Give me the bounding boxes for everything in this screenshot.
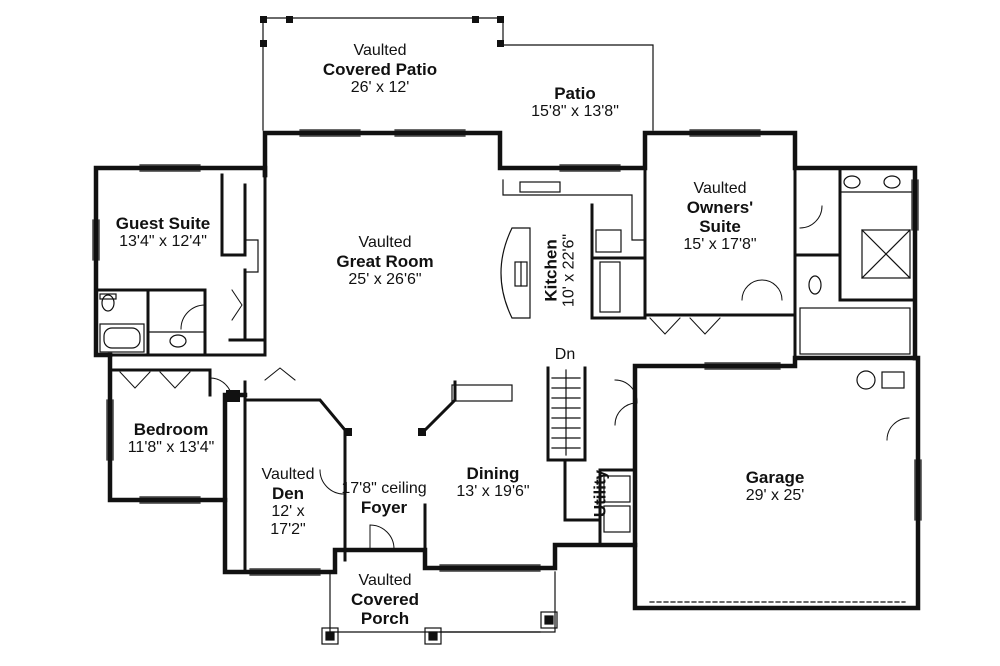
patio-size: 15'8" x 13'8" [531,103,619,121]
porch-posts [321,611,558,645]
garage-name: Garage [745,468,805,487]
porch-name-1: Covered [350,589,420,609]
den-size-2: 17'2" [270,520,306,538]
owners-suite-name-2: Suite [699,216,741,236]
kitchen-size: 10' x 22'6" [560,233,578,308]
foyer-ceiling: 17'8" ceiling [341,480,427,497]
interior-walls [94,166,917,574]
den-name: Den [271,483,305,503]
label-stairs-down: Dn [550,346,580,364]
label-garage: Garage 29' x 25' [720,468,830,505]
guest-suite-name: Guest Suite [115,214,211,233]
covered-patio-vaulted: Vaulted [353,42,407,59]
utility-name: Utility [590,469,610,518]
bedroom-name: Bedroom [133,420,209,439]
label-den: Vaulted Den 12' x 17'2" [248,466,328,539]
label-patio: Patio 15'8" x 13'8" [515,84,635,121]
label-utility: Utility [590,464,609,524]
covered-patio-name: Covered Patio [322,59,438,79]
porch-vaulted: Vaulted [358,572,412,589]
label-great-room: Vaulted Great Room 25' x 26'6" [320,234,450,289]
bedroom-size: 11'8" x 13'4" [127,439,215,457]
stairs-dn: Dn [554,346,576,363]
patio-posts [260,16,504,47]
great-room-name: Great Room [336,251,434,271]
windows [92,129,922,576]
label-bedroom: Bedroom 11'8" x 13'4" [115,420,227,457]
kitchen-name: Kitchen [541,239,561,302]
garage-size: 29' x 25' [745,487,805,505]
label-foyer: 17'8" ceiling Foyer [330,480,438,517]
patio-name: Patio [554,84,596,103]
guest-suite-size: 13'4" x 12'4" [119,233,207,251]
porch-name-2: Porch [360,608,410,628]
exterior-walls [93,130,921,611]
covered-patio-outline [262,17,654,131]
label-kitchen: Kitchen 10' x 22'6" [542,215,579,325]
owners-suite-name-1: Owners' [686,197,754,217]
covered-porch-outline [329,571,556,633]
den-vaulted: Vaulted [261,466,315,483]
dining-size: 13' x 19'6" [456,483,530,501]
den-size-1: 12' x [271,502,305,520]
label-porch: Vaulted Covered Porch [335,572,435,628]
great-room-size: 25' x 26'6" [348,270,422,288]
dining-name: Dining [466,464,520,483]
label-owners-suite: Vaulted Owners' Suite 15' x 17'8" [660,180,780,254]
great-room-vaulted: Vaulted [358,234,412,251]
owners-suite-vaulted: Vaulted [693,180,747,197]
fixtures [99,175,913,603]
foyer-name: Foyer [360,497,408,517]
den-corner-post [226,390,426,436]
label-covered-patio: Vaulted Covered Patio 26' x 12' [310,42,450,97]
covered-patio-size: 26' x 12' [350,78,410,96]
label-dining: Dining 13' x 19'6" [438,464,548,501]
owners-suite-size: 15' x 17'8" [683,235,757,253]
label-guest-suite: Guest Suite 13'4" x 12'4" [103,214,223,251]
